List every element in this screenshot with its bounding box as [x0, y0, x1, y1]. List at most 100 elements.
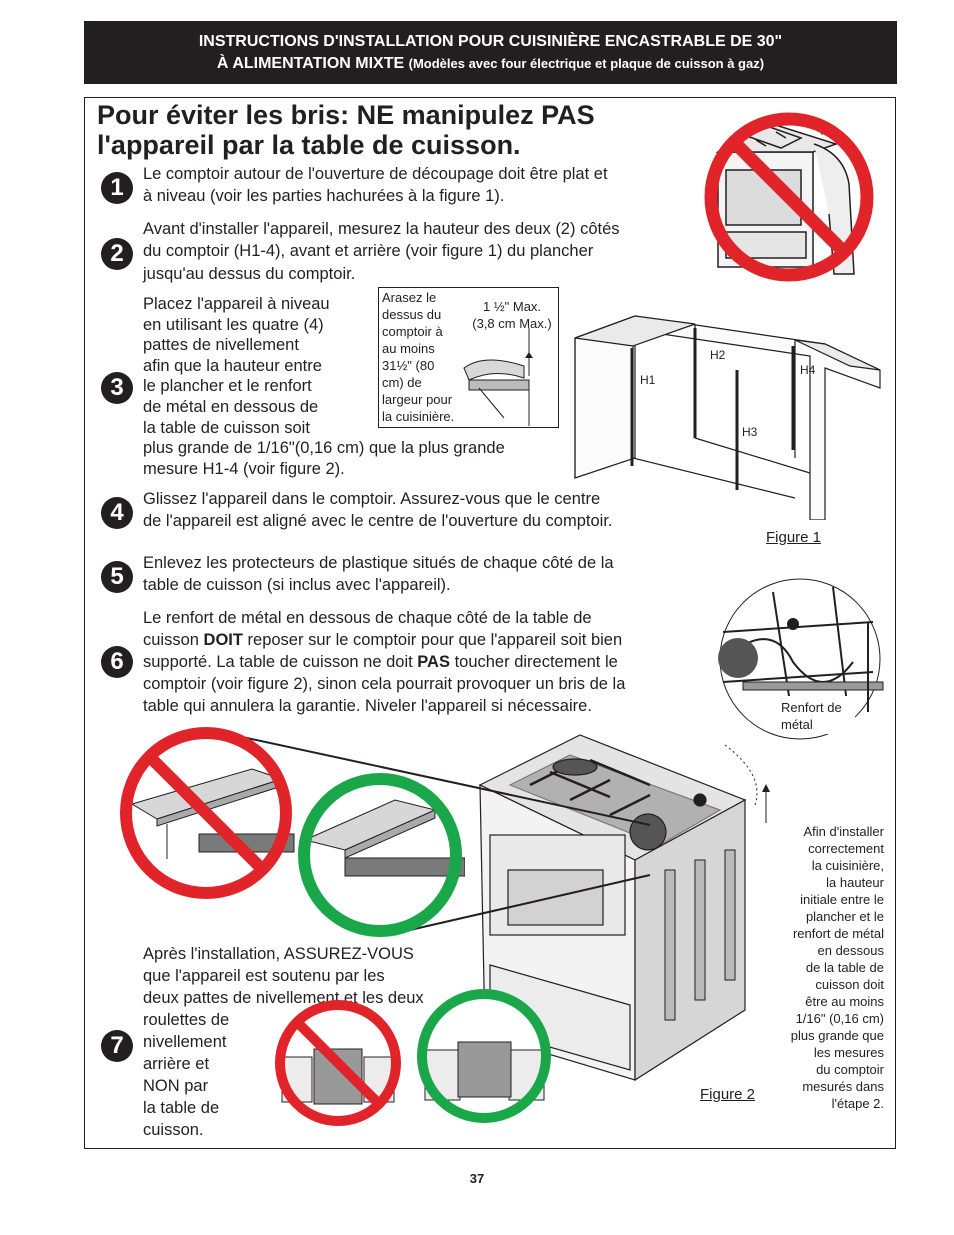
page-header: INSTRUCTIONS D'INSTALLATION POUR CUISINI… — [84, 21, 897, 84]
correct-bracket-contact-illustration — [298, 773, 465, 937]
counter-edge-detail — [463, 328, 533, 426]
text-line: initiale entre le — [800, 892, 884, 907]
text-line: de l'appareil est aligné avec le centre … — [143, 512, 613, 530]
text-line: comptoir à — [382, 324, 443, 339]
step-2-text: Avant d'installer l'appareil, mesurez la… — [143, 218, 620, 285]
step-number-1: 1 — [101, 172, 133, 204]
range-drawing — [478, 734, 747, 1082]
content-frame — [84, 97, 896, 1149]
text-line: Le renfort de métal en dessous de chaque… — [143, 609, 592, 627]
text-line: la cuisinière. — [382, 409, 455, 424]
step-6-text: Le renfort de métal en dessous de chaque… — [143, 607, 625, 717]
text-line: la table de cuisson soit — [143, 418, 310, 437]
text-line: roulettes de — [143, 1011, 230, 1029]
text-line: la table de — [143, 1099, 220, 1117]
step-1-text: Le comptoir autour de l'ouverture de déc… — [143, 163, 608, 207]
step-number-6: 6 — [101, 646, 133, 678]
text-line: supporté. La table de cuisson ne doit PA… — [143, 651, 625, 673]
callout-lines — [209, 729, 651, 931]
text-line: (3,8 cm Max.) — [472, 316, 552, 331]
header-title-main: À ALIMENTATION MIXTE — [216, 55, 405, 72]
text-line: mesure H1-4 (voir figure 2). — [143, 459, 345, 478]
text-line: Arasez le — [382, 290, 437, 305]
emphasis-doit: DOIT — [203, 631, 243, 649]
page-title: Pour éviter les bris: NE manipulez PAS l… — [97, 100, 697, 160]
text-line: le plancher et le renfort — [143, 377, 312, 396]
counter-cutout-drawing: H1 H2 H3 H4 — [574, 315, 881, 520]
text-line: de métal en dessous de — [143, 397, 319, 416]
text-line: la hauteur — [826, 875, 884, 890]
text-span: reposer sur le comptoir pour que l'appar… — [242, 631, 623, 649]
text-line: en utilisant les quatre (4) — [143, 315, 324, 334]
detail-connector — [724, 744, 758, 806]
page-number: 37 — [469, 1171, 485, 1186]
text-line: arrière et — [143, 1055, 210, 1073]
text-line: à niveau (voir les parties hachurées à l… — [143, 187, 505, 205]
correct-support-illustration — [417, 989, 551, 1123]
text-line: de la table de — [805, 960, 884, 975]
label-h4: H4 — [800, 363, 816, 377]
text-line: 1 ½" Max. — [482, 299, 542, 314]
wrong-cooktop-contact-illustration — [120, 727, 295, 899]
text-line: cuisson DOIT reposer sur le comptoir pou… — [143, 629, 625, 651]
text-line: table de cuisson (si inclus avec l'appar… — [143, 576, 451, 594]
no-lift-by-cooktop-illustration — [704, 112, 874, 282]
text-line: que l'appareil est soutenu par les — [143, 967, 385, 985]
text-line: 1/16" (0,16 cm) — [795, 1011, 884, 1026]
text-line: afin que la hauteur entre — [143, 356, 322, 375]
step-number-3: 3 — [101, 372, 133, 404]
text-line: Le comptoir autour de l'ouverture de déc… — [143, 165, 608, 183]
label-h3: H3 — [742, 425, 758, 439]
text-line: renfort de métal — [792, 926, 884, 941]
step-5-text: Enlevez les protecteurs de plastique sit… — [143, 552, 614, 596]
text-line: Renfort de — [781, 700, 842, 715]
step-3-text: Placez l'appareil à niveau en utilisant … — [143, 294, 505, 479]
emphasis-pas: PAS — [417, 653, 450, 671]
text-line: comptoir (voir figure 2), sinon cela pou… — [143, 675, 626, 693]
step-7-text: Après l'installation, ASSUREZ-VOUS que l… — [143, 943, 424, 1141]
text-line: métal — [781, 717, 813, 732]
text-line: Après l'installation, ASSUREZ-VOUS — [143, 945, 414, 963]
header-title-line1: INSTRUCTIONS D'INSTALLATION POUR CUISINI… — [198, 33, 783, 50]
text-line: dessus du — [382, 307, 442, 322]
text-line: Placez l'appareil à niveau — [143, 295, 330, 313]
text-line: du comptoir — [816, 1062, 884, 1077]
text-line: jusqu'au dessus du comptoir. — [143, 265, 356, 283]
text-line: du comptoir (H1-4), avant et arrière (vo… — [143, 242, 594, 260]
inset-note: Arasez le dessus du comptoir à au moins … — [382, 289, 467, 425]
step-number-5: 5 — [101, 561, 133, 593]
step-number-7: 7 — [101, 1030, 133, 1062]
label-h2: H2 — [710, 348, 726, 362]
text-line: être au moins — [805, 994, 884, 1009]
text-line: plus grande de 1/16"(0,16 cm) que la plu… — [143, 439, 505, 458]
header-title-sub: (Modèles avec four électrique et plaque … — [408, 56, 765, 71]
text-line: cuisson doit — [815, 977, 884, 992]
text-span: toucher directement le — [449, 653, 618, 671]
max-note: 1 ½" Max. (3,8 cm Max.) — [467, 298, 557, 332]
header-title-line2: À ALIMENTATION MIXTE (Modèles avec four … — [84, 55, 897, 73]
title-line2: l'appareil par la table de cuisson. — [97, 130, 521, 160]
bracket-label-bg — [775, 696, 855, 734]
text-line: NON par — [143, 1077, 209, 1095]
bracket-label: Renfort de métal — [781, 699, 842, 733]
step-4-text: Glissez l'appareil dans le comptoir. Ass… — [143, 488, 613, 532]
step-number-2: 2 — [101, 238, 133, 270]
text-line: plus grande que — [790, 1028, 884, 1043]
text-span: supporté. La table de cuisson ne doit — [143, 653, 418, 671]
step-number-4: 4 — [101, 497, 133, 529]
counter-flatness-inset: Arasez le dessus du comptoir à au moins … — [378, 287, 559, 428]
text-line: 31½" (80 — [382, 358, 435, 373]
text-line: les mesures — [813, 1045, 884, 1060]
text-line: pattes de nivellement — [143, 336, 299, 355]
text-line: plancher et le — [805, 909, 884, 924]
text-line: la cuisinière, — [811, 858, 884, 873]
text-line: correctement — [808, 841, 884, 856]
text-line: en dessous — [817, 943, 885, 958]
figure-2-side-note: Afin d'installer correctement la cuisini… — [758, 823, 884, 1112]
figure-1-caption: Figure 1 — [766, 529, 822, 546]
text-line: au moins — [382, 341, 435, 356]
text-line: Glissez l'appareil dans le comptoir. Ass… — [143, 490, 601, 508]
text-line: cm) de — [382, 375, 422, 390]
title-line1: Pour éviter les bris: NE manipulez PAS — [97, 100, 595, 130]
text-line: Enlevez les protecteurs de plastique sit… — [143, 554, 614, 572]
